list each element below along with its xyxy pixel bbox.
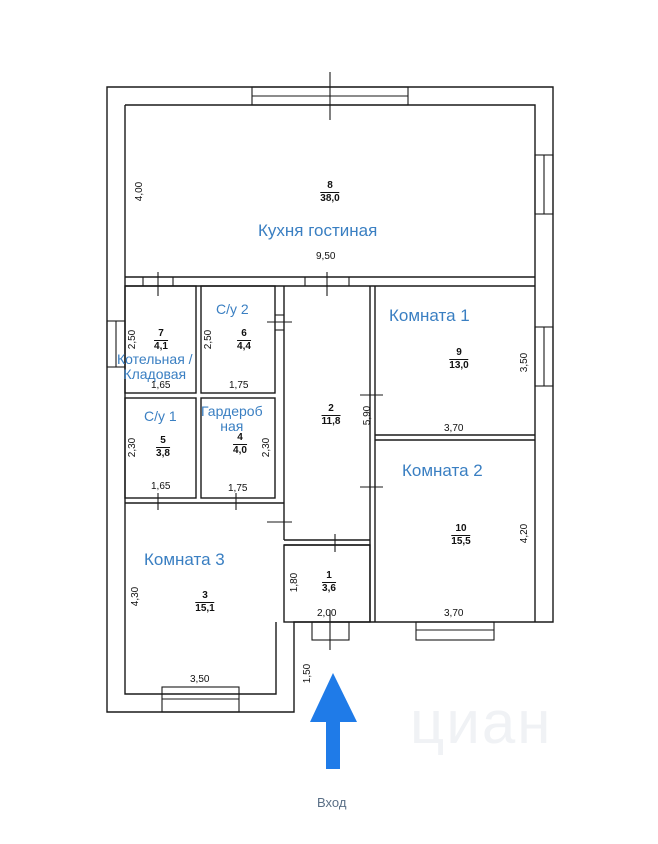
dim-room3-height: 4,30 (130, 586, 142, 607)
window-room2-bottom (415, 621, 495, 641)
room-name-room2: Комната 2 (402, 461, 483, 480)
window-top (251, 72, 409, 120)
dim-boiler-height: 2,50 (127, 329, 139, 350)
dim-hall-height: 1,80 (289, 572, 301, 593)
dim-bath1-height: 2,30 (127, 437, 139, 458)
entry-label: Вход (317, 795, 347, 810)
dim-wardrobe-height: 2,30 (261, 437, 273, 458)
dim-porch: 1,50 (302, 663, 314, 684)
room-name-bath2: С/у 2 (216, 301, 249, 317)
dim-kitchen-width: 9,50 (316, 251, 336, 262)
room-name-kitchen: Кухня гостиная (258, 221, 378, 240)
room-name-bath1: С/у 1 (144, 408, 177, 424)
window-room3-bottom (161, 686, 240, 713)
dim-room2-height: 4,20 (519, 523, 531, 544)
dim-room3-width: 3,50 (190, 674, 210, 685)
dim-hall-width: 2,00 (317, 608, 337, 619)
dim-kitchen-height: 4,00 (134, 181, 146, 202)
room-name-boiler: Котельная /Кладовая (117, 351, 193, 383)
dim-bath2-width: 1,75 (229, 380, 249, 391)
dim-bath1-width: 1,65 (151, 481, 171, 492)
watermark: циан (410, 689, 553, 756)
window-kitchen-right (534, 154, 554, 215)
dim-room2-width: 3,70 (444, 608, 464, 619)
dim-bath2-height: 2,50 (203, 329, 215, 350)
room-name-room1: Комната 1 (389, 306, 470, 325)
dim-wardrobe-width: 1,75 (228, 483, 248, 494)
room-name-room3: Комната 3 (144, 550, 225, 569)
dim-boiler-width: 1,65 (151, 380, 171, 391)
window-room1-right (534, 326, 554, 387)
dim-room1-width: 3,70 (444, 423, 464, 434)
entry-arrow-icon (310, 673, 357, 769)
dim-corridor-length: 5,90 (362, 405, 374, 426)
dim-room1-height: 3,50 (519, 352, 531, 373)
